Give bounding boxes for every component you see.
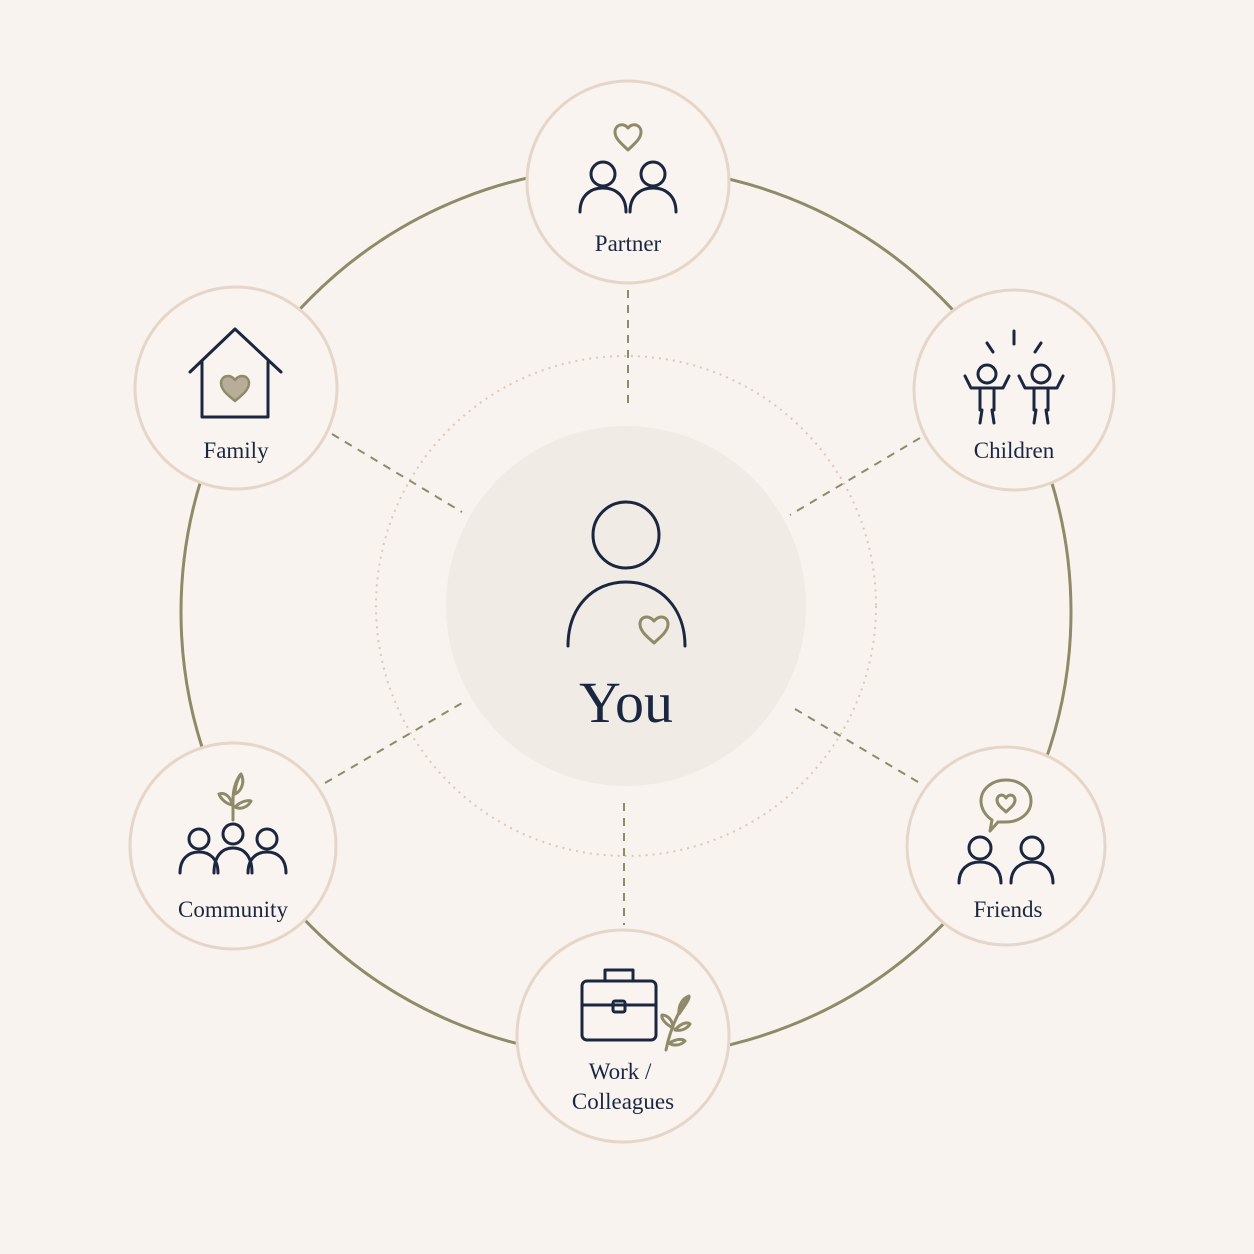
node-label: Children (974, 438, 1055, 463)
couple-with-heart-icon (578, 123, 678, 214)
center-node: You (446, 426, 806, 786)
node-partner[interactable]: Partner (525, 79, 731, 285)
center-circle (446, 426, 806, 786)
house-with-heart-icon (188, 327, 283, 419)
node-label: Friends (974, 897, 1043, 922)
three-people-with-sprout-icon (178, 772, 288, 875)
node-label: Community (178, 897, 288, 922)
person-with-heart-icon (566, 500, 687, 648)
two-people-speech-heart-icon (957, 778, 1055, 885)
connector-friends (789, 705, 919, 783)
connector-children (789, 437, 921, 516)
node-label: Partner (595, 231, 662, 256)
node-label-line: Family (203, 438, 269, 463)
connector-lines (324, 290, 921, 925)
node-friends[interactable]: Friends (905, 745, 1107, 947)
connector-community (324, 702, 463, 784)
node-label-line: Community (178, 897, 288, 922)
briefcase-with-sprig-icon (580, 968, 692, 1052)
node-label-line: Partner (595, 231, 662, 256)
node-label: Family (203, 438, 269, 463)
node-label-line: Colleagues (572, 1089, 674, 1114)
two-cheering-children-icon (963, 329, 1065, 425)
inner-dotted-ring (375, 355, 877, 857)
node-circle (905, 745, 1107, 947)
node-circle (515, 928, 731, 1144)
center-label: You (579, 670, 673, 735)
node-circle (912, 288, 1116, 492)
node-label-line: Children (974, 438, 1055, 463)
node-label: Work / Colleagues (572, 1059, 674, 1114)
node-label-line: Friends (974, 897, 1043, 922)
connector-family (331, 433, 463, 513)
node-family[interactable]: Family (133, 285, 339, 491)
node-circle (128, 741, 338, 951)
node-circle (525, 79, 731, 285)
node-children[interactable]: Children (912, 288, 1116, 492)
node-work[interactable]: Work / Colleagues (515, 928, 731, 1144)
node-community[interactable]: Community (128, 741, 338, 951)
node-label-line: Work / (589, 1059, 652, 1084)
